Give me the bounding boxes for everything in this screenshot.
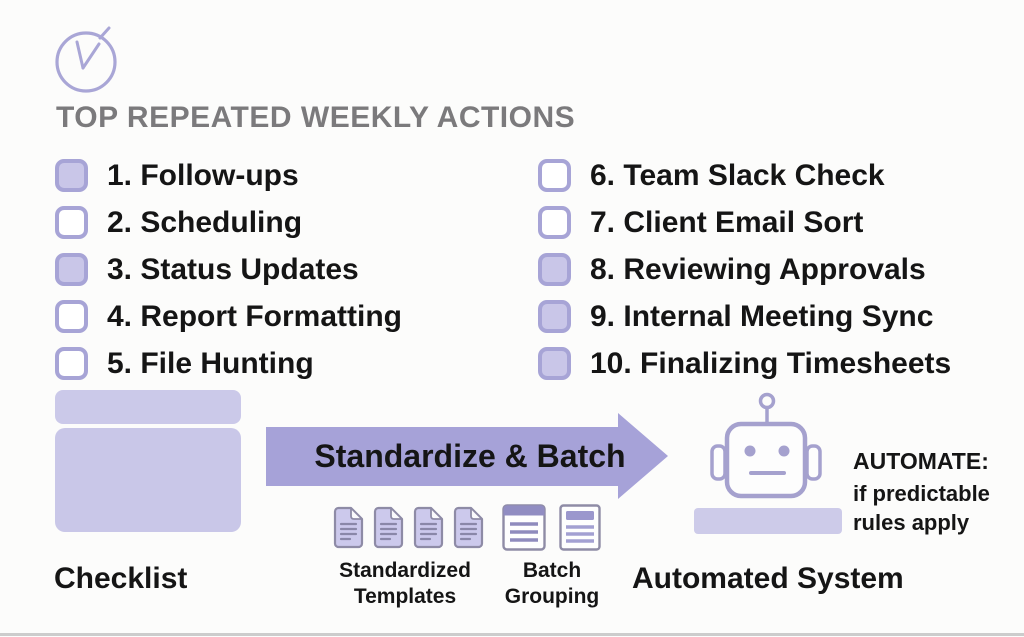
- document-icon: [333, 506, 364, 549]
- checklist-graphic-card: [55, 428, 241, 532]
- robot-icon: [710, 392, 822, 499]
- checklist-item-label: 7. Client Email Sort: [590, 205, 864, 239]
- checkbox[interactable]: [538, 206, 571, 239]
- arrow-right-icon: [266, 413, 668, 499]
- checklist-item-label: 1. Follow-ups: [107, 158, 299, 192]
- checklist-item-label: 2. Scheduling: [107, 205, 303, 239]
- automated-system-caption: Automated System: [632, 562, 904, 595]
- checklist-column-right: 6. Team Slack Check 7. Client Email Sort…: [538, 152, 951, 387]
- standardized-templates-caption: Standardized Templates: [330, 558, 480, 610]
- checklist-item-label: 5. File Hunting: [107, 346, 314, 380]
- checklist-caption: Checklist: [54, 562, 188, 595]
- note-line: AUTOMATE:: [853, 448, 989, 474]
- checklist-item-label: 10. Finalizing Timesheets: [590, 346, 952, 380]
- caption-line: Templates: [353, 585, 457, 608]
- checkbox[interactable]: [55, 159, 88, 192]
- checklist-item: 3. Status Updates: [55, 246, 402, 293]
- grouped-list-icon: [559, 504, 601, 551]
- checklist-graphic-row: [55, 390, 241, 424]
- checkbox[interactable]: [55, 300, 88, 333]
- checkbox[interactable]: [55, 253, 88, 286]
- checklist-item: 9. Internal Meeting Sync: [538, 293, 951, 340]
- checklist-column-left: 1. Follow-ups 2. Scheduling 3. Status Up…: [55, 152, 402, 387]
- caption-line: Standardized: [339, 559, 471, 582]
- checklist-item: 7. Client Email Sort: [538, 199, 951, 246]
- checklist-item-label: 3. Status Updates: [107, 252, 359, 286]
- checkbox[interactable]: [55, 206, 88, 239]
- page-title: TOP REPEATED WEEKLY ACTIONS: [56, 101, 576, 134]
- checklist-item-label: 8. Reviewing Approvals: [590, 252, 926, 286]
- checkbox[interactable]: [538, 159, 571, 192]
- checklist-item: 2. Scheduling: [55, 199, 402, 246]
- checklist-item-label: 9. Internal Meeting Sync: [590, 299, 934, 333]
- checklist-item: 1. Follow-ups: [55, 152, 402, 199]
- batch-grouping-caption: Batch Grouping: [494, 558, 610, 610]
- document-icon: [373, 506, 404, 549]
- grouped-list-icon: [502, 504, 546, 551]
- checkbox[interactable]: [538, 253, 571, 286]
- document-icon: [413, 506, 444, 549]
- caption-line: Grouping: [504, 585, 600, 608]
- clock-icon: [55, 26, 117, 93]
- checkbox[interactable]: [538, 347, 571, 380]
- note-line: rules apply: [853, 510, 970, 535]
- document-icon: [453, 506, 484, 549]
- checklist-item: 10. Finalizing Timesheets: [538, 340, 951, 387]
- checklist-item: 4. Report Formatting: [55, 293, 402, 340]
- note-line: if predictable: [853, 481, 990, 506]
- checkbox[interactable]: [55, 347, 88, 380]
- checkbox[interactable]: [538, 300, 571, 333]
- caption-line: Batch: [522, 559, 582, 582]
- checklist-item-label: 4. Report Formatting: [107, 299, 403, 333]
- checklist-item: 8. Reviewing Approvals: [538, 246, 951, 293]
- automate-note: AUTOMATE: if predictable rules apply: [853, 447, 990, 537]
- robot-base-bar: [694, 508, 842, 534]
- arrow-label: Standardize & Batch: [314, 438, 626, 474]
- checklist-item: 5. File Hunting: [55, 340, 402, 387]
- checklist-item: 6. Team Slack Check: [538, 152, 951, 199]
- bottom-divider: [0, 633, 1024, 636]
- checklist-item-label: 6. Team Slack Check: [590, 158, 885, 192]
